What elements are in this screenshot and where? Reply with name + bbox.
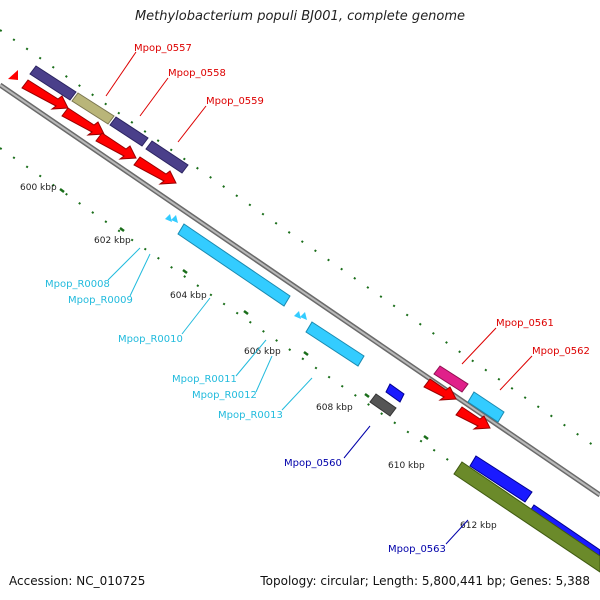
leader-R0011	[235, 339, 267, 377]
gene-label-R0010[interactable]: Mpop_R0010	[118, 334, 183, 345]
leader-R0009	[129, 253, 151, 297]
rna-large-2[interactable]	[305, 321, 365, 367]
upper-outer-dotted-line	[0, 29, 600, 451]
leader-0560	[343, 425, 371, 459]
cog-block-2[interactable]	[109, 116, 149, 147]
tick-606	[243, 310, 249, 315]
gene-label-R0008[interactable]: Mpop_R0008	[45, 279, 110, 290]
cog-block-4[interactable]	[433, 365, 469, 393]
cog-block-5[interactable]	[469, 455, 533, 503]
arrow-cds-3[interactable]	[95, 132, 137, 160]
arrow-cds-1[interactable]	[21, 79, 69, 110]
ruler-ticks	[59, 188, 429, 440]
leader-R0012	[255, 355, 273, 393]
tick-610	[364, 393, 370, 398]
arrow-cds-4[interactable]	[133, 156, 177, 185]
ruler-labels: 600 kbp 602 kbp 604 kbp 606 kbp 608 kbp …	[20, 183, 497, 531]
gene-label-0560[interactable]: Mpop_0560	[284, 458, 342, 469]
backbone	[0, 82, 600, 498]
olive-long-block[interactable]	[453, 461, 600, 573]
tick-604	[182, 269, 188, 274]
gene-label-0557[interactable]: Mpop_0557	[134, 43, 192, 54]
gene-label-R0009[interactable]: Mpop_R0009	[68, 295, 133, 306]
gene-label-0559[interactable]: Mpop_0559	[206, 96, 264, 107]
rna-small-4[interactable]	[300, 312, 307, 320]
ruler-label-600: 600 kbp	[20, 183, 57, 193]
leader-R0010	[181, 297, 211, 335]
reverse-features	[369, 383, 600, 573]
cog-block-1[interactable]	[29, 65, 77, 101]
tick-602	[119, 227, 125, 232]
accession-text: Accession: NC_010725	[9, 574, 146, 588]
cog-block-3[interactable]	[145, 140, 189, 174]
ruler-label-602: 602 kbp	[94, 236, 131, 246]
leader-0557	[105, 51, 137, 97]
cog-track-upper	[29, 65, 600, 563]
gray-block[interactable]	[369, 393, 397, 417]
tick-612	[423, 435, 429, 440]
gene-label-0562[interactable]: Mpop_0562	[532, 346, 590, 357]
gene-label-0563[interactable]: Mpop_0563	[388, 544, 446, 555]
ruler-label-608: 608 kbp	[316, 403, 353, 413]
lower-inner-dotted-line	[0, 147, 521, 511]
leader-0562	[499, 355, 533, 391]
leader-lines	[105, 51, 533, 545]
leader-0561	[461, 327, 497, 365]
rna-small-3[interactable]	[294, 311, 301, 319]
gene-label-0558[interactable]: Mpop_0558	[168, 68, 226, 79]
arrow-cds-5[interactable]	[423, 378, 457, 401]
tick-608	[303, 351, 309, 356]
leader-R0008	[107, 247, 141, 281]
arrow-cds-6[interactable]	[455, 406, 491, 430]
rna-small-2[interactable]	[171, 215, 178, 223]
tick-600	[59, 188, 65, 193]
forward-cds-arrows	[8, 70, 491, 430]
gene-label-R0012[interactable]: Mpop_R0012	[192, 390, 257, 401]
arrow-cds-2[interactable]	[61, 107, 105, 136]
blue-small-block[interactable]	[385, 383, 405, 403]
arrow-cds-0[interactable]	[8, 70, 18, 80]
genome-summary-text: Topology: circular; Length: 5,800,441 bp…	[260, 574, 590, 588]
leader-0558	[139, 77, 169, 117]
leader-0563	[445, 519, 469, 545]
ruler-label-604: 604 kbp	[170, 291, 207, 301]
ruler-label-612: 612 kbp	[460, 521, 497, 531]
cog-block-cyan[interactable]	[467, 391, 505, 423]
rna-large-1[interactable]	[177, 223, 291, 307]
backbone-highlight	[0, 84, 600, 496]
gene-label-R0011[interactable]: Mpop_R0011	[172, 374, 237, 385]
rna-small-1[interactable]	[165, 214, 172, 222]
leader-0559	[177, 105, 207, 143]
ruler-label-606: 606 kbp	[244, 347, 281, 357]
leader-R0013	[281, 377, 313, 411]
gene-label-R0013[interactable]: Mpop_R0013	[218, 410, 283, 421]
gene-labels: Mpop_0557 Mpop_0558 Mpop_0559 Mpop_0561 …	[45, 43, 590, 555]
ruler-label-610: 610 kbp	[388, 461, 425, 471]
gene-label-0561[interactable]: Mpop_0561	[496, 318, 554, 329]
cog-block-olive[interactable]	[71, 92, 115, 125]
rna-features	[165, 214, 365, 367]
upper-guide-dots	[0, 29, 600, 451]
lower-guide-dots	[0, 147, 521, 511]
map-title: Methylobacterium populi BJ001, complete …	[134, 9, 466, 24]
